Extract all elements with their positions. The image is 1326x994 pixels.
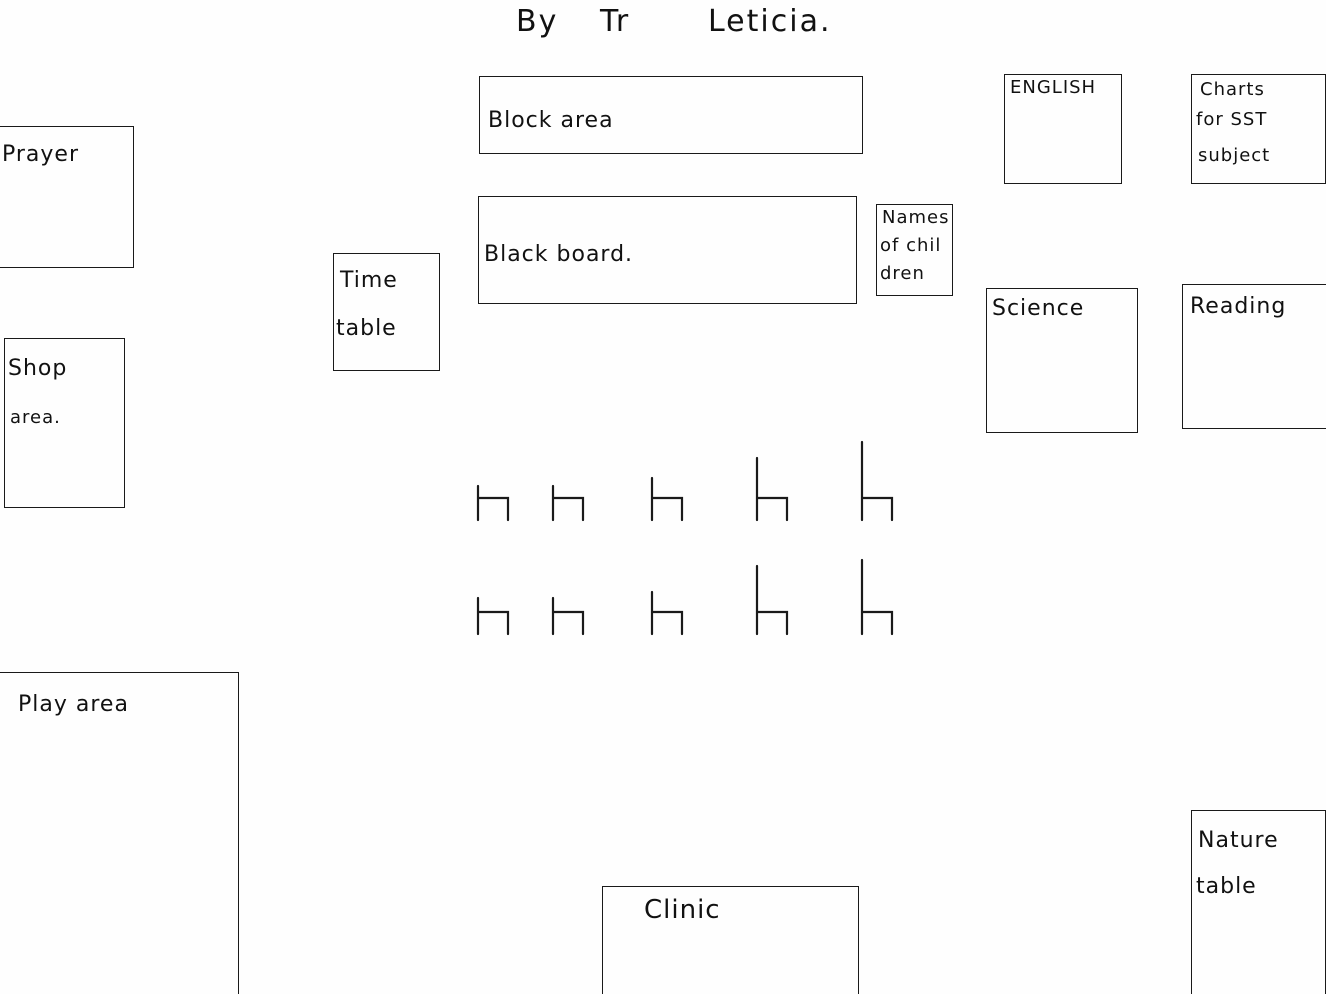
shop-area-label-line1: Shop [8, 356, 68, 381]
chair-icon [476, 596, 510, 636]
reading-label: Reading [1190, 294, 1287, 319]
chair-stroke [476, 496, 510, 522]
chair-icon [476, 484, 510, 522]
science-box [986, 288, 1138, 433]
chair-stroke [551, 496, 585, 522]
shop-area-box [4, 338, 125, 508]
chair-stroke [650, 610, 684, 636]
chair-stroke [860, 496, 894, 522]
prayer-area-box [0, 126, 134, 268]
chair-stroke [551, 610, 585, 636]
reading-box [1182, 284, 1326, 429]
chair-icon [650, 476, 684, 522]
blackboard-box [478, 196, 857, 304]
prayer-area-label: Prayer [2, 142, 80, 167]
names-of-children-box [876, 204, 953, 296]
title-by: By [516, 4, 559, 39]
block-area-box [479, 76, 863, 154]
timetable-label-line1: Time [340, 268, 398, 293]
chair-icon [551, 596, 585, 636]
timetable-box [333, 253, 440, 371]
chair-icon [755, 456, 789, 522]
chair-icon [650, 590, 684, 636]
chair-icon [755, 564, 789, 636]
chair-icon [860, 440, 894, 522]
sketch-title: By Tr Leticia. [0, 0, 1326, 50]
title-author: Leticia. [708, 4, 832, 39]
names-label-line2: of chil [880, 235, 942, 256]
block-area-label: Block area [488, 108, 614, 133]
timetable-label-line2: table [336, 316, 397, 341]
names-label-line1: Names [882, 207, 950, 228]
blackboard-label: Black board. [484, 242, 634, 267]
chair-stroke [755, 610, 789, 636]
chair-stroke [860, 610, 894, 636]
play-area-label: Play area [18, 692, 129, 717]
english-box [1004, 74, 1122, 184]
chair-stroke [755, 496, 789, 522]
english-label: ENGLISH [1010, 77, 1097, 98]
names-label-line3: dren [880, 263, 925, 284]
chair-icon [551, 484, 585, 522]
shop-area-label-line2: area. [10, 407, 61, 428]
title-tr: Tr [600, 4, 631, 39]
chair-stroke [476, 610, 510, 636]
clinic-label: Clinic [644, 895, 721, 925]
charts-label-line3: subject [1198, 145, 1271, 166]
clinic-box [602, 886, 859, 994]
nature-table-label-line1: Nature [1198, 828, 1279, 853]
charts-label-line1: Charts [1200, 79, 1265, 100]
chair-icon [860, 558, 894, 636]
chair-stroke [650, 496, 684, 522]
play-area-box [0, 672, 239, 994]
nature-table-label-line2: table [1196, 874, 1257, 899]
science-label: Science [992, 296, 1085, 321]
charts-label-line2: for SST [1196, 109, 1268, 130]
